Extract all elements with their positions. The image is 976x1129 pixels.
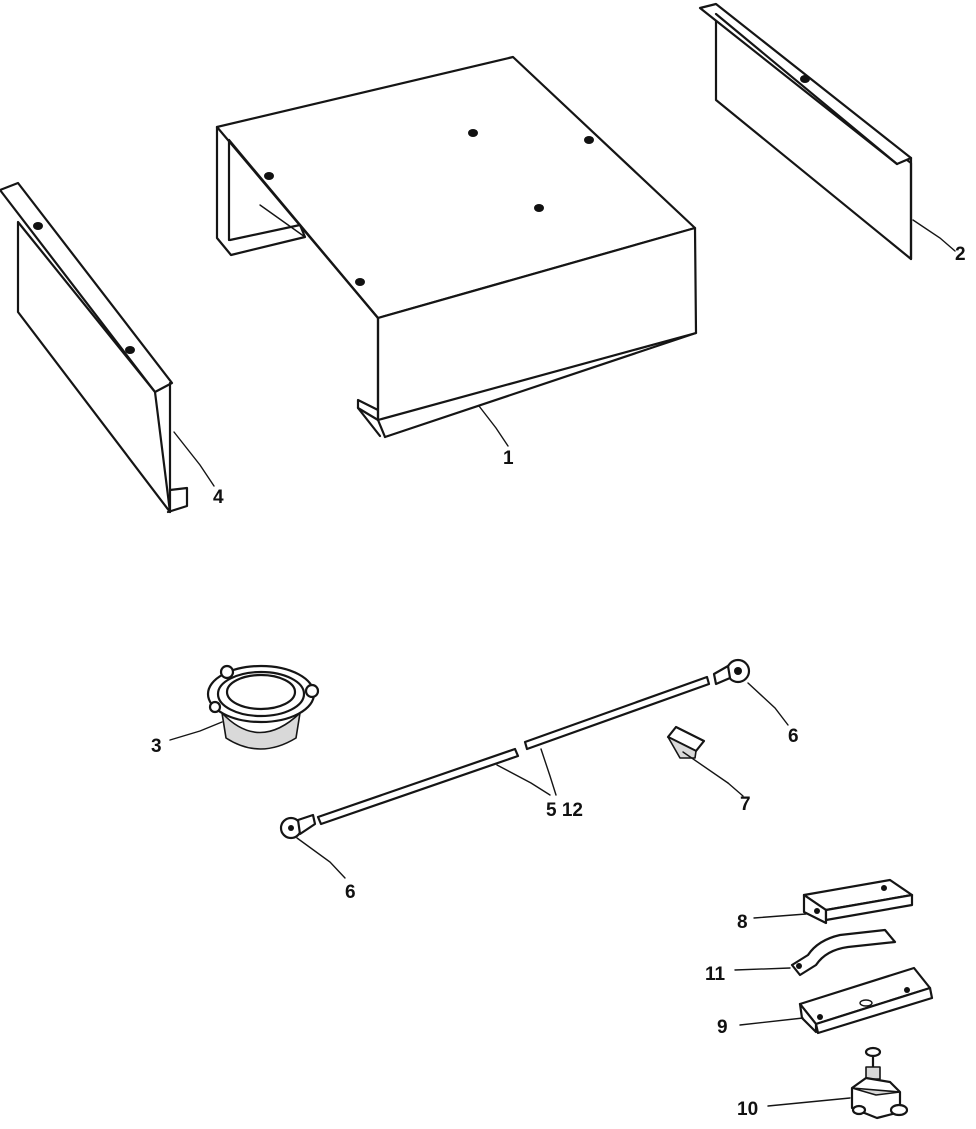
callout-6-upper: 6 (788, 726, 799, 747)
rod-assembly (279, 658, 751, 840)
switch (767, 1046, 909, 1120)
callout-2: 2 (955, 244, 966, 265)
callout-1: 1 (503, 448, 514, 469)
callout-9: 9 (717, 1017, 728, 1038)
callout-8: 8 (737, 912, 748, 933)
housing-cover (215, 55, 698, 447)
angle-bracket-long (739, 966, 934, 1035)
ground-strap (734, 928, 897, 977)
grommet-cup (169, 664, 320, 750)
callout-3: 3 (151, 736, 162, 757)
bracket-left (0, 181, 215, 514)
leader-6-upper (747, 682, 789, 726)
callout-5-12: 5 12 (546, 800, 583, 821)
leader-6-lower (296, 837, 346, 879)
angle-bracket-small (753, 878, 914, 925)
bracket-right (698, 2, 956, 261)
callout-10: 10 (737, 1099, 758, 1120)
callout-6-lower: 6 (345, 882, 356, 903)
callout-11: 11 (705, 964, 726, 985)
clip (666, 725, 744, 797)
callout-7: 7 (740, 794, 751, 815)
callout-4: 4 (213, 487, 224, 508)
